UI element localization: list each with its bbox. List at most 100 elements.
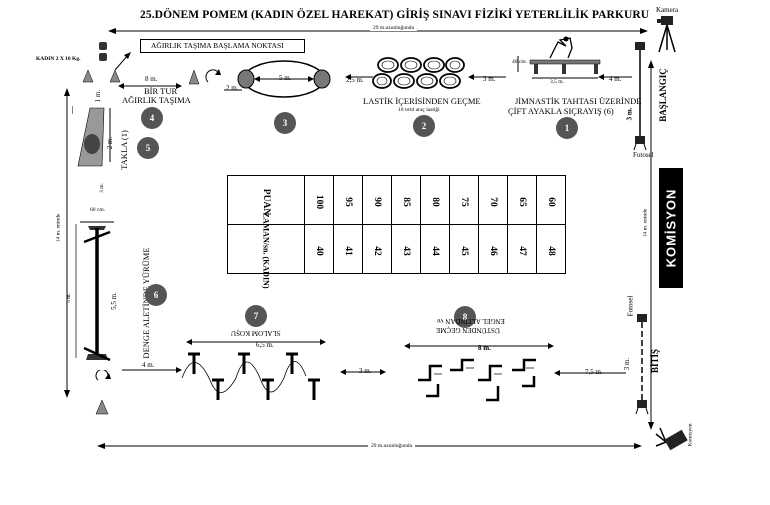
dim-25m-arrow	[345, 74, 373, 80]
puan-cell: 90	[362, 175, 392, 225]
dim-3m: 3 m.	[483, 75, 496, 83]
bitis-label: BİTİŞ	[650, 348, 661, 374]
left-width-arrow	[64, 88, 70, 398]
takla-label: TAKLA (1)	[118, 130, 129, 170]
right-width-arrow	[648, 60, 654, 430]
fotosel-start-icon	[633, 42, 647, 150]
zaman-cell: 44	[420, 224, 450, 274]
baslangic-label: BAŞLANGIÇ	[657, 68, 668, 122]
dim-3m-bottom-arrow	[340, 369, 386, 375]
dim-75m-arrow	[554, 370, 626, 376]
kadin-weight-label: KADIN 2 X 10 Kg.	[36, 56, 81, 62]
dim-4m-bottom: 4 m.	[142, 361, 155, 369]
dim-8m-bottom: 8 m.	[478, 344, 491, 352]
cones-icon	[82, 69, 121, 83]
dim-4m: 4 m.	[609, 75, 622, 83]
dim-4m-arrow	[598, 74, 632, 80]
cone-turn-icon	[188, 69, 221, 85]
station-6: 6	[145, 284, 167, 306]
lastik-sub-label: 10 tırtıl araç lastiği	[398, 107, 440, 113]
station-2: 2	[413, 115, 435, 137]
takla-mat-icon	[72, 106, 111, 167]
station-8: 8	[454, 306, 476, 328]
engel-hurdles-icon	[418, 358, 536, 402]
dim-40cm: 40 cm.	[512, 59, 527, 65]
dim-3m-right: 3 m.	[625, 107, 634, 121]
bir-tur-label-1: BİR TUR	[144, 86, 178, 96]
zaman-cell: 40	[304, 224, 334, 274]
dim-2m: 2 m.	[226, 84, 239, 92]
zaman-cell: 41	[333, 224, 363, 274]
zaman-header-cell: ZAMAN/sn. (KADIN)	[227, 213, 305, 289]
puan-cell: 95	[333, 175, 363, 225]
jimnastik-label-2: ÇİFT AYAKLA SIÇRAYIŞ (6)	[508, 106, 614, 116]
zaman-cell: 45	[449, 224, 479, 274]
station-7: 7	[245, 305, 267, 327]
puan-row: PUAN 100 95 90 85 80 75 70 65 60	[227, 175, 566, 225]
dim-5m: 5 m.	[279, 74, 292, 82]
dim-65m-arrow	[186, 339, 326, 345]
dim-2m-arrow	[224, 89, 242, 91]
fotosel-top-label: Fotosel	[633, 151, 654, 159]
station-4: 4	[141, 107, 163, 129]
zaman-cell: 43	[391, 224, 421, 274]
engel-label-1: ENGEL ALTINDAN ve	[437, 317, 505, 325]
dim-65m: 6,5 m.	[256, 341, 274, 349]
dim-3m-arrow	[468, 74, 506, 80]
jimnastik-board-icon	[517, 36, 601, 79]
komisyon-camera-icon	[655, 427, 688, 451]
engel-label-2: ÜSTÜNDEN GEÇME	[436, 326, 500, 334]
dim-55m: 5,5 m.	[109, 292, 118, 310]
oval-track	[237, 60, 331, 98]
denge-beam-icon	[75, 221, 114, 362]
bottom-left-cones-icon	[95, 370, 111, 415]
zaman-cell: 46	[478, 224, 508, 274]
zaman-cell: 48	[536, 224, 566, 274]
station-5: 5	[137, 137, 159, 159]
dim-60cm: 60 cm.	[90, 207, 105, 213]
fotosel-finish-icon	[635, 314, 649, 414]
station-3: 3	[274, 112, 296, 134]
puan-cell: 60	[536, 175, 566, 225]
weights-icon	[99, 42, 107, 61]
zaman-cell: 47	[507, 224, 537, 274]
dim-8m-bottom-arrow	[404, 343, 554, 349]
dim-35m: 3,5 m.	[550, 79, 564, 85]
dim-2m-left: 2 m.	[106, 136, 115, 150]
tires-icon	[372, 57, 465, 89]
puan-cell: 85	[391, 175, 421, 225]
zaman-cell: 42	[362, 224, 392, 274]
komisyon-box: KOMİSYON	[659, 168, 683, 288]
dim-8m: 8 m.	[145, 75, 158, 83]
jimnastik-label-1: JİMNASTİK TAHTASI ÜZERİNDE	[515, 96, 642, 106]
dim-75m: 7,5 m.	[585, 368, 603, 376]
top-length-arrow	[108, 28, 648, 34]
bir-tur-label-2: AĞIRLIK TAŞIMA	[122, 95, 191, 105]
puan-cell: 75	[449, 175, 479, 225]
left-width-label: 14 m. eninde	[55, 213, 62, 243]
dim-4m-bottom-arrow	[122, 367, 182, 373]
dim-25m: 2,5 m.	[346, 76, 364, 84]
dim-1m-left: 1 m.	[94, 89, 103, 103]
puan-cell: 70	[478, 175, 508, 225]
camera-icon	[657, 16, 676, 53]
score-table: PUAN 100 95 90 85 80 75 70 65 60 ZAMAN/s…	[227, 175, 566, 289]
station-1: 1	[556, 117, 578, 139]
puan-cell: 80	[420, 175, 450, 225]
dim-5m-side: 5 m.	[65, 293, 72, 303]
komisyon-small-label: Komisyon	[687, 423, 694, 447]
arrow-to-box-icon	[114, 52, 131, 71]
right-width-label: 14 m. eninde	[642, 208, 649, 238]
zaman-row: ZAMAN/sn. (KADIN) 40 41 42 43 44 45 46 4…	[227, 213, 566, 289]
page-title: 25.DÖNEM POMEM (KADIN ÖZEL HAREKAT) GİRİ…	[140, 9, 650, 21]
kamera-label: Kamera	[656, 6, 679, 14]
dim-3m-left: 3 m.	[98, 183, 105, 193]
agirlik-baslama-box: AĞIRLIK TAŞIMA BAŞLAMA NOKTASI	[140, 39, 305, 53]
dim-8m-arrow	[118, 83, 182, 89]
lastik-label: LASTİK İÇERİSİNDEN GEÇME	[363, 96, 481, 106]
puan-cell: 100	[304, 175, 334, 225]
bottom-length-label: 29 m.uzunluğunda	[368, 443, 415, 449]
top-length-label: 29 m.uzunluğunda	[370, 25, 417, 31]
puan-cell: 65	[507, 175, 537, 225]
dim-3m-bottom: 3 m.	[359, 367, 372, 375]
